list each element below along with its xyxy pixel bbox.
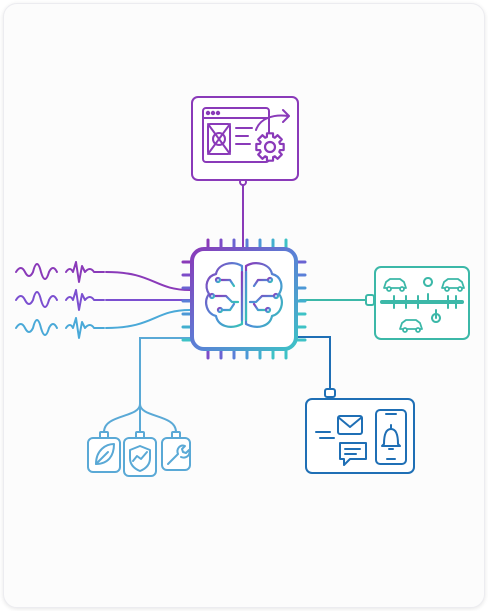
diagram-card (3, 3, 485, 608)
connector-signal-purple (105, 271, 191, 291)
shield-chart-icon (129, 445, 151, 472)
car-icon (383, 278, 465, 333)
connector-notify-joint (324, 388, 336, 398)
brain-icon (205, 262, 283, 328)
arrow-icon (255, 109, 290, 131)
connector-tag-wrench (139, 403, 177, 433)
signal-waves (15, 261, 105, 339)
traffic-panel (374, 266, 470, 340)
timeline-icon (380, 277, 464, 323)
chat-icon (339, 442, 367, 466)
signal-wave-violet-icon (15, 289, 105, 311)
chip-body (190, 247, 298, 351)
speed-lines-icon (315, 431, 335, 439)
signal-wave-purple-icon (15, 261, 105, 283)
mail-icon (337, 415, 363, 435)
connector-notify (297, 336, 331, 390)
connector-traffic-joint (365, 294, 375, 306)
architecture-diagram (15, 96, 470, 477)
notify-panel (305, 398, 415, 474)
connectors (103, 178, 375, 433)
tag-shield (123, 431, 157, 477)
phone-bell-icon (375, 409, 407, 465)
connector-tags (139, 337, 191, 405)
signal-wave-blue-icon (15, 317, 105, 339)
gear-icon (255, 132, 285, 162)
tag-leaf (87, 431, 121, 473)
config-panel (191, 96, 299, 181)
connector-signal-blue (105, 309, 191, 329)
tag-wrench (161, 431, 191, 471)
leaf-icon (95, 443, 115, 465)
connector-tag-leaf (103, 403, 141, 433)
window-icon (202, 107, 270, 163)
central-ai-chip (181, 238, 307, 360)
wrench-icon (167, 444, 191, 465)
